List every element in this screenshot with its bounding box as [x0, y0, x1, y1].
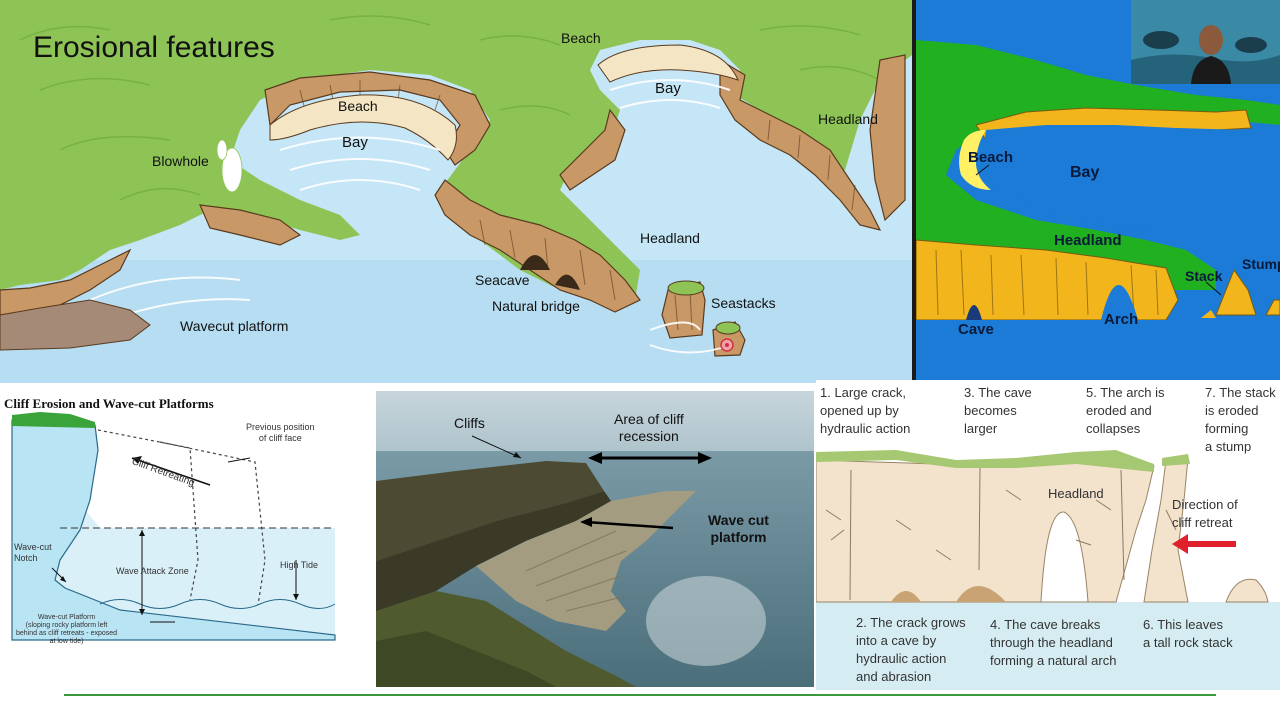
footer-divider-line [64, 694, 1216, 696]
label-bay-left: Bay [342, 134, 368, 151]
label-stump: Stump [1242, 256, 1280, 272]
label-seacave: Seacave [475, 272, 530, 288]
step-1-text: 1. Large crack, opened up by hydraulic a… [820, 385, 911, 436]
step-5-text: 5. The arch is eroded and collapses [1086, 385, 1165, 436]
step-6-text: 6. This leaves a tall rock stack [1143, 617, 1233, 650]
previous-position-label: Previous position of cliff face [246, 422, 315, 444]
high-tide-label: High Tide [280, 560, 319, 570]
coastal-features-illustration: Erosional features Beach Bay Headland Be… [0, 0, 912, 383]
step-4-text: 4. The cave breaks through the headland … [990, 617, 1117, 668]
label-seastacks: Seastacks [711, 295, 776, 311]
cliff-photo: Cliffs Area of cliff recession Wave cut … [376, 391, 814, 687]
step-3-text: 3. The cave becomes larger [964, 385, 1032, 436]
headland-label: Headland [1048, 486, 1104, 501]
photo-label-cliffs: Cliffs [454, 415, 485, 431]
label-stack: Stack [1185, 268, 1223, 284]
label-blowhole: Blowhole [152, 153, 209, 169]
photo-label-recession: Area of cliff recession [614, 411, 684, 444]
coastline-diagram: Beach Bay Headland Stack Stump Cave Arch [916, 0, 1280, 383]
label-beach-left: Beach [338, 98, 378, 114]
presenter-video-thumbnail[interactable] [1131, 0, 1280, 84]
cliff-diagram-title: Cliff Erosion and Wave-cut Platforms [4, 396, 214, 411]
step-7-text: 7. The stack is eroded forming a stump [1205, 385, 1276, 454]
coastal-illustration-art [0, 0, 912, 383]
wave-cut-notch-label: Wave-cut Notch [14, 542, 52, 563]
photo-label-wave-cut: Wave cut platform [708, 512, 769, 545]
step-2-text: 2. The crack grows into a cave by hydrau… [856, 615, 966, 684]
coastline-diagram-art [916, 0, 1280, 383]
platform-note-label: Wave-cut Platform (sloping rocky platfor… [16, 614, 118, 645]
label-natural-bridge: Natural bridge [492, 298, 580, 314]
label-headland-mid: Headland [640, 230, 700, 246]
previous-position-text: Previous position of cliff face [246, 422, 315, 443]
label-headland: Headland [1054, 232, 1122, 249]
cliff-sequence-art [816, 450, 1280, 690]
cliff-photo-art [376, 391, 814, 687]
presenter-video-art [1131, 0, 1280, 84]
label-headland-right: Headland [818, 111, 878, 127]
label-bay-top: Bay [655, 80, 681, 97]
cliff-erosion-art [11, 412, 336, 641]
label-bay: Bay [1070, 164, 1100, 181]
label-arch: Arch [1104, 311, 1139, 328]
panel-divider [912, 0, 916, 383]
wave-attack-zone-label: Wave Attack Zone [116, 566, 189, 576]
label-cave: Cave [958, 321, 994, 338]
label-beach: Beach [968, 149, 1014, 166]
cliff-erosion-diagram: Cliff Erosion and Wave-cut Platforms [0, 390, 345, 680]
label-wavecut-platform: Wavecut platform [180, 318, 289, 334]
direction-of-retreat-label: Direction of cliff retreat [1172, 497, 1238, 530]
label-beach-top: Beach [561, 30, 601, 46]
cliff-sequence-diagram: 1. Large crack, opened up by hydraulic a… [816, 380, 1280, 690]
slide-title: Erosional features [33, 31, 275, 64]
